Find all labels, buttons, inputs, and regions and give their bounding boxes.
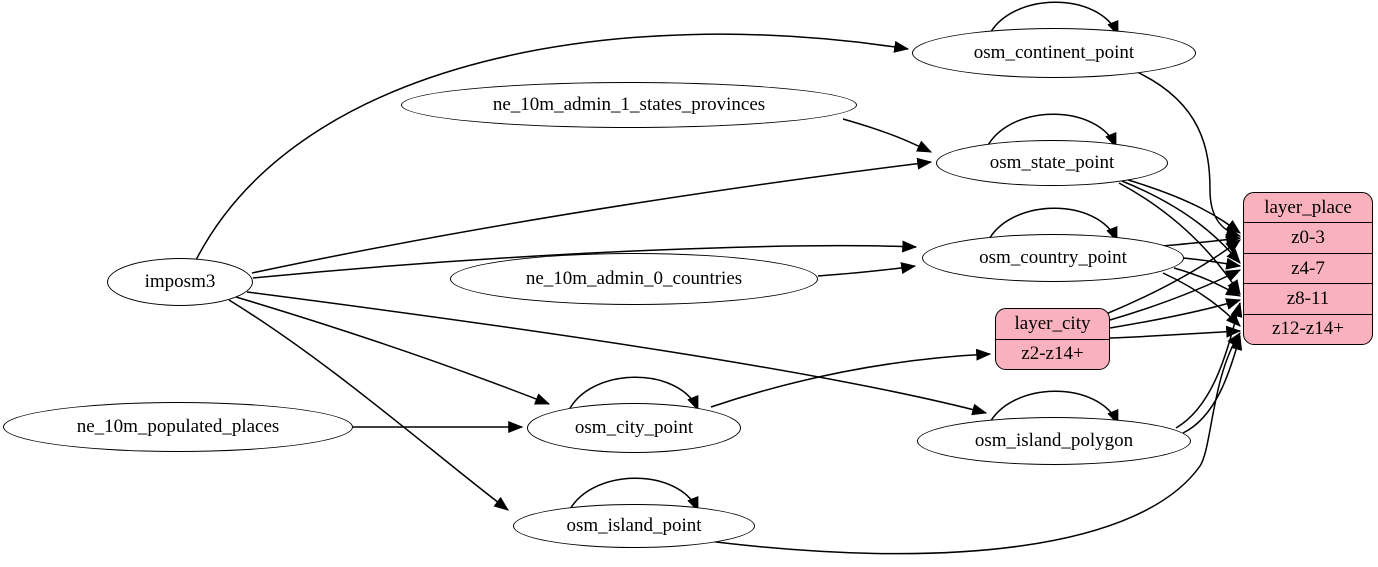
edge-imposm3-to-osm_island_point: [228, 299, 509, 511]
node-label-ne_10m_admin_1_states_provinces: ne_10m_admin_1_states_provinces: [492, 94, 766, 115]
edge-osm_island_polygon-to-layer_place-z12-z14+: [1182, 334, 1243, 434]
node-ne_10m_admin_0_countries: ne_10m_admin_0_countries: [450, 253, 818, 305]
node-imposm3: imposm3: [107, 258, 253, 306]
node-osm_city_point: osm_city_point: [527, 403, 741, 453]
node-label-osm_island_polygon: osm_island_polygon: [974, 430, 1134, 451]
edge-osm_state_point-to-layer_place-z0-3: [1124, 178, 1241, 234]
record-row-layer_city-z2-z14+: z2-z14+: [996, 338, 1109, 370]
node-ne_10m_populated_places: ne_10m_populated_places: [3, 402, 353, 452]
edge-osm_city_point-to-osm_city_point: [567, 376, 699, 413]
node-ne_10m_admin_1_states_provinces: ne_10m_admin_1_states_provinces: [401, 82, 857, 128]
edge-osm_continent_point-to-osm_continent_point: [987, 1, 1119, 38]
record-row-layer_place-z12-z14+: z12-z14+: [1244, 313, 1372, 344]
edge-imposm3-to-osm_island_polygon: [246, 291, 988, 416]
edge-imposm3-to-osm_continent_point: [195, 33, 910, 261]
edge-layer_city-to-layer_place-z0-3: [1105, 239, 1241, 315]
edge-osm_country_point-to-layer_place-z4-7: [1182, 257, 1242, 270]
node-osm_country_point: osm_country_point: [922, 234, 1184, 282]
edge-osm_city_point-to-layer_city-z2-z14+: [710, 348, 992, 408]
record-row-layer_place-z8-11: z8-11: [1244, 283, 1372, 313]
node-label-ne_10m_admin_0_countries: ne_10m_admin_0_countries: [525, 268, 743, 289]
edge-layer_city-to-layer_place-z12-z14+: [1109, 325, 1242, 339]
edge-osm_state_point-to-osm_state_point: [985, 113, 1117, 150]
node-osm_continent_point: osm_continent_point: [912, 28, 1196, 78]
node-label-osm_city_point: osm_city_point: [574, 417, 694, 438]
edge-ne_10m_admin_0_countries-to-osm_country_point: [817, 262, 917, 277]
edge-osm_island_polygon-to-osm_island_polygon: [987, 390, 1119, 427]
edge-osm_state_point-to-layer_place-z8-11: [1118, 182, 1241, 296]
edge-imposm3-to-osm_state_point: [251, 157, 933, 274]
edge-osm_continent_point-to-layer_place-z0-3: [1136, 71, 1242, 239]
record-header-layer_city: layer_city: [1014, 312, 1091, 334]
node-label-osm_country_point: osm_country_point: [979, 247, 1127, 268]
node-label-osm_continent_point: osm_continent_point: [973, 42, 1135, 63]
edge-imposm3-to-osm_city_point: [235, 296, 551, 405]
node-osm_island_point: osm_island_point: [513, 504, 755, 548]
node-layer_city: layer_city z2-z14+: [995, 308, 1110, 370]
node-osm_island_polygon: osm_island_polygon: [917, 417, 1191, 465]
record-header-layer_place: layer_place: [1264, 196, 1352, 218]
edge-osm_island_point-to-layer_place-z12-z14+: [699, 332, 1241, 555]
edge-imposm3-to-osm_country_point: [252, 240, 918, 279]
record-row-layer_place-z4-7: z4-7: [1244, 252, 1372, 283]
node-label-osm_state_point: osm_state_point: [989, 152, 1115, 173]
node-osm_state_point: osm_state_point: [936, 140, 1168, 186]
edge-osm_island_polygon-to-layer_place-z8-11: [1175, 301, 1243, 429]
node-label-ne_10m_populated_places: ne_10m_populated_places: [76, 416, 280, 437]
edge-osm_country_point-to-osm_country_point: [986, 207, 1118, 244]
node-label-imposm3: imposm3: [144, 271, 216, 292]
record-row-layer_place-z0-3: z0-3: [1244, 222, 1372, 252]
edge-layer_city-to-layer_place-z4-7: [1109, 269, 1242, 321]
edge-osm_state_point-to-layer_place-z4-7: [1121, 180, 1241, 264]
edge-layer_city-to-layer_place-z8-11: [1109, 298, 1242, 329]
edge-osm_country_point-to-layer_place-z8-11: [1173, 267, 1242, 297]
edge-ne_10m_admin_1_states_provinces-to-osm_state_point: [842, 118, 933, 153]
edge-osm_island_point-to-osm_island_point: [567, 477, 699, 514]
node-label-osm_island_point: osm_island_point: [566, 515, 702, 536]
